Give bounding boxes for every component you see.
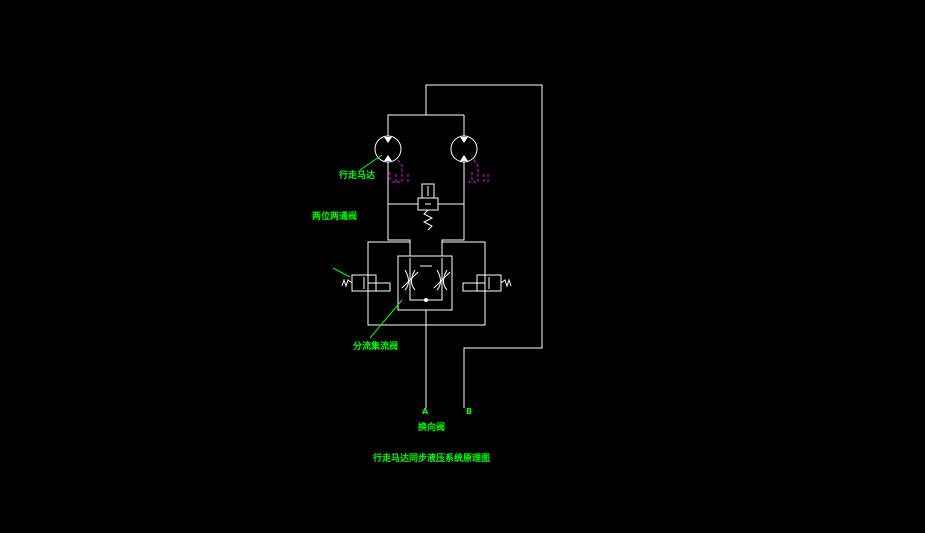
- motor-leader: [359, 154, 383, 171]
- left-drain: [390, 159, 403, 183]
- divider-leader: [369, 299, 403, 339]
- left-motor-arrow-bottom: [384, 155, 392, 161]
- port-a-label: A: [422, 407, 429, 416]
- left-valve-port: [375, 282, 391, 292]
- tp-valve-upper-box: [421, 183, 435, 199]
- left-motor: [374, 135, 402, 163]
- right-motor-arrow-bottom: [460, 155, 468, 161]
- left-solenoid-valve: [341, 274, 391, 292]
- leader-lines: [332, 154, 403, 339]
- divider-internals: [401, 258, 451, 302]
- multi-way-valve-label: 换向阀: [418, 421, 445, 433]
- divider-valve-label: 分流集流阀: [353, 340, 398, 352]
- two-position-valve-label: 两位两通阀: [312, 210, 357, 222]
- right-motor-circle: [450, 135, 478, 163]
- divider-valve-box: [397, 255, 453, 311]
- diagram-title: 行走马达同步液压系统原理图: [372, 452, 490, 464]
- left-motor-circle: [374, 135, 402, 163]
- pipelines: [367, 84, 543, 408]
- motor-label: 行走马达: [338, 169, 375, 181]
- divider-junction: [424, 298, 428, 302]
- right-motor: [450, 135, 478, 163]
- right-valve-spring: [500, 278, 512, 288]
- two-position-valve: [417, 183, 439, 231]
- right-solenoid-valve: [462, 274, 512, 292]
- right-valve-port: [462, 282, 478, 292]
- return-line-b: [387, 84, 543, 408]
- left-valve-spring: [341, 278, 353, 288]
- port-b-label: B: [466, 407, 472, 416]
- drain-lines: [389, 159, 489, 183]
- left-motor-to-divider: [387, 162, 411, 256]
- divider-throttle-left-2: [411, 269, 416, 291]
- right-motor-arrow-top: [460, 137, 468, 143]
- solenoid-leader: [332, 267, 351, 278]
- tp-valve-spring: [422, 209, 434, 231]
- left-motor-arrow-top: [384, 137, 392, 143]
- right-drain: [466, 159, 479, 183]
- right-motor-to-divider: [441, 162, 465, 256]
- divider-throttle-right-2: [443, 269, 448, 291]
